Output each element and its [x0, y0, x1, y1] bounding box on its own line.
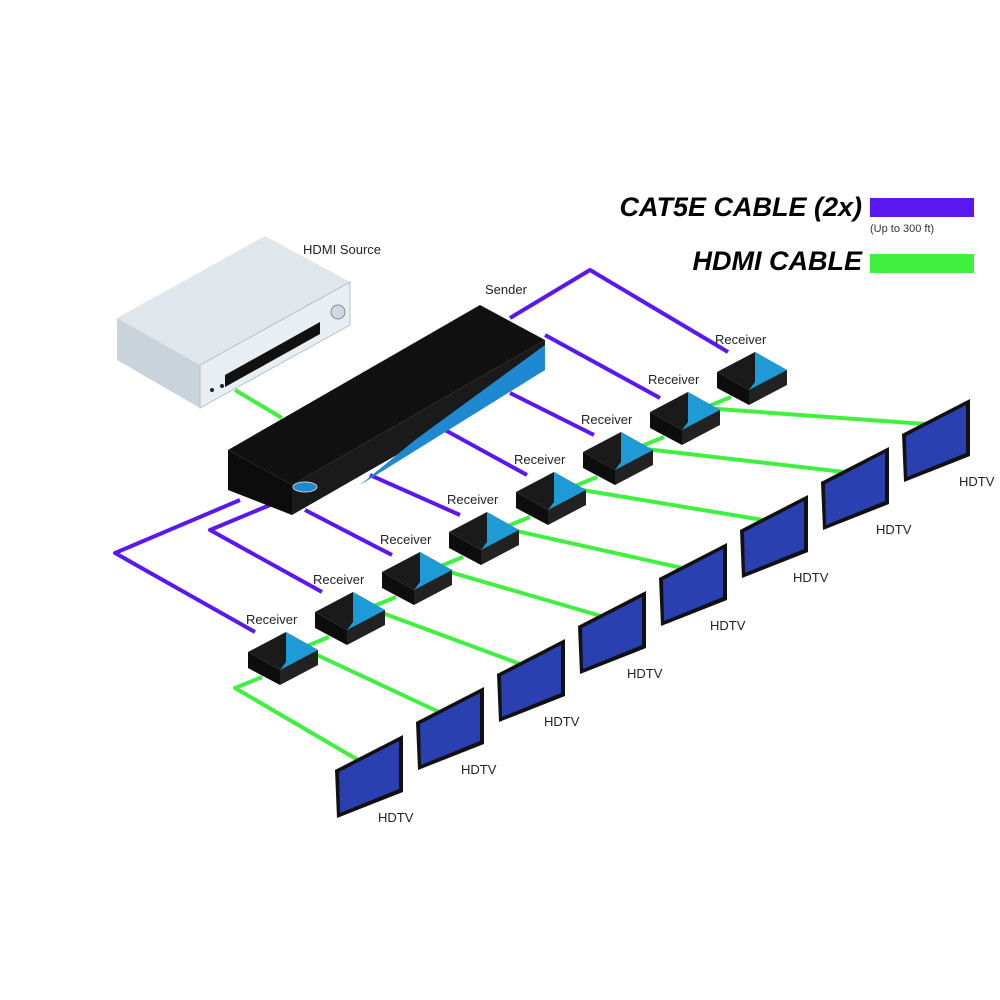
- receiver-device: [449, 512, 519, 565]
- legend-hdmi-swatch: [870, 254, 974, 273]
- cat5e-cable-7: [544, 333, 661, 400]
- cat5e-cable-5: [444, 428, 528, 477]
- hdmi-cable-4: [434, 555, 602, 618]
- hdtv-display: [821, 447, 889, 530]
- receiver-device: [583, 432, 653, 485]
- hdmi-cable-1: [233, 675, 360, 762]
- hdmi-cable-8: [702, 395, 926, 426]
- hdmi-source-device: [117, 236, 351, 409]
- legend-hdmi-label: HDMI CABLE: [692, 246, 863, 276]
- hdmi-source-label: HDMI Source: [303, 242, 382, 257]
- hdtv-display: [659, 543, 727, 626]
- hdmi-cable-5: [501, 515, 683, 570]
- receiver-label: Receiver: [380, 532, 432, 547]
- legend-cat5e-swatch: [870, 198, 974, 217]
- hdmi-cable-source: [233, 388, 284, 420]
- sender-label: Sender: [485, 282, 527, 297]
- receiver-label: Receiver: [313, 572, 365, 587]
- cat5e-cable-8: [508, 268, 730, 354]
- legend-cat5e-label: CAT5E CABLE (2x): [619, 192, 862, 222]
- receiver-label: Receiver: [715, 332, 767, 347]
- sender-device: [228, 305, 545, 515]
- hdtv-display: [497, 639, 565, 722]
- hdtv-display: [578, 591, 646, 674]
- hdtv-label: HDTV: [378, 810, 414, 825]
- hdtv-label: HDTV: [461, 762, 497, 777]
- receiver-label: Receiver: [514, 452, 566, 467]
- receiver-label: Receiver: [581, 412, 633, 427]
- receiver-device: [382, 552, 452, 605]
- hdtv-label: HDTV: [793, 570, 829, 585]
- receiver-device: [315, 592, 385, 645]
- hdtv-display: [416, 687, 484, 770]
- hdtv-display: [902, 399, 970, 482]
- legend-cat5e-note: (Up to 300 ft): [870, 223, 935, 235]
- receiver-device: [717, 352, 787, 405]
- hdmi-cable-3: [367, 595, 521, 666]
- receiver-label: Receiver: [648, 372, 700, 387]
- hdtv-label: HDTV: [627, 666, 663, 681]
- receiver-label: Receiver: [447, 492, 499, 507]
- receiver-device: [516, 472, 586, 525]
- hdtv-label: HDTV: [544, 714, 580, 729]
- cat5e-cable-3: [304, 508, 393, 557]
- cat5e-cable-2: [208, 503, 323, 594]
- hdtv-label: HDTV: [710, 618, 746, 633]
- hdtv-label: HDTV: [959, 474, 995, 489]
- cat5e-cable-6: [509, 391, 595, 437]
- receiver-device: [650, 392, 720, 445]
- hdmi-cable-7: [635, 435, 845, 474]
- cat5e-cable-4: [369, 473, 461, 517]
- hdtv-display: [740, 495, 808, 578]
- hdmi-cable-6: [568, 475, 764, 522]
- receiver-device: [248, 632, 318, 685]
- hdmi-cable-2: [300, 635, 440, 714]
- hdtv-label: HDTV: [876, 522, 912, 537]
- hdtv-display: [335, 735, 403, 818]
- cat5e-cable-1: [113, 498, 256, 634]
- receiver-label: Receiver: [246, 612, 298, 627]
